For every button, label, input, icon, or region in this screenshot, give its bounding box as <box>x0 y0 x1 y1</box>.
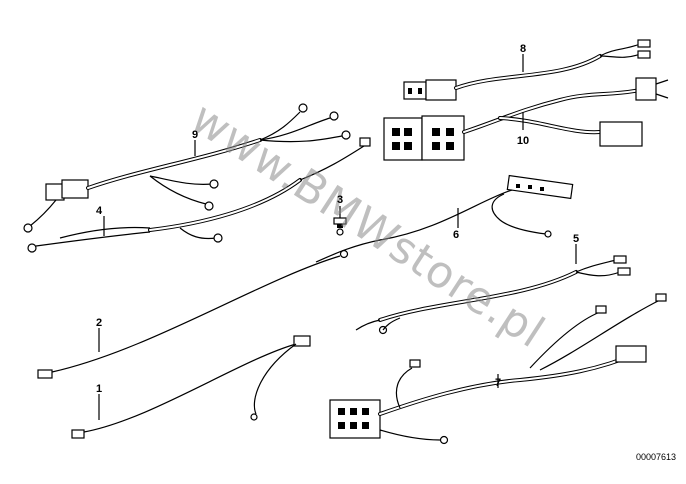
diagram-code: 00007613 <box>636 452 676 462</box>
part-label-3: 3 <box>337 194 343 206</box>
wire-2 <box>37 249 349 379</box>
harness-10 <box>383 77 669 161</box>
harness-9 <box>23 103 351 233</box>
part-label-1: 1 <box>96 383 102 395</box>
harness-4 <box>27 137 371 253</box>
part-label-4: 4 <box>96 205 103 217</box>
part-label-5: 5 <box>573 233 579 245</box>
part-label-2: 2 <box>96 317 102 329</box>
part-label-7: 7 <box>495 377 501 389</box>
harness-8 <box>403 39 651 101</box>
part-3 <box>333 206 347 236</box>
part-label-8: 8 <box>520 43 526 55</box>
part-label-9: 9 <box>192 129 198 141</box>
harness-6 <box>315 174 574 263</box>
part-label-10: 10 <box>517 135 529 147</box>
wire-1 <box>71 335 311 439</box>
watermark-text: www.BMWstore.pl <box>182 92 554 358</box>
part-label-6: 6 <box>453 229 459 241</box>
harness-5 <box>355 244 631 335</box>
harness-7 <box>250 293 667 445</box>
